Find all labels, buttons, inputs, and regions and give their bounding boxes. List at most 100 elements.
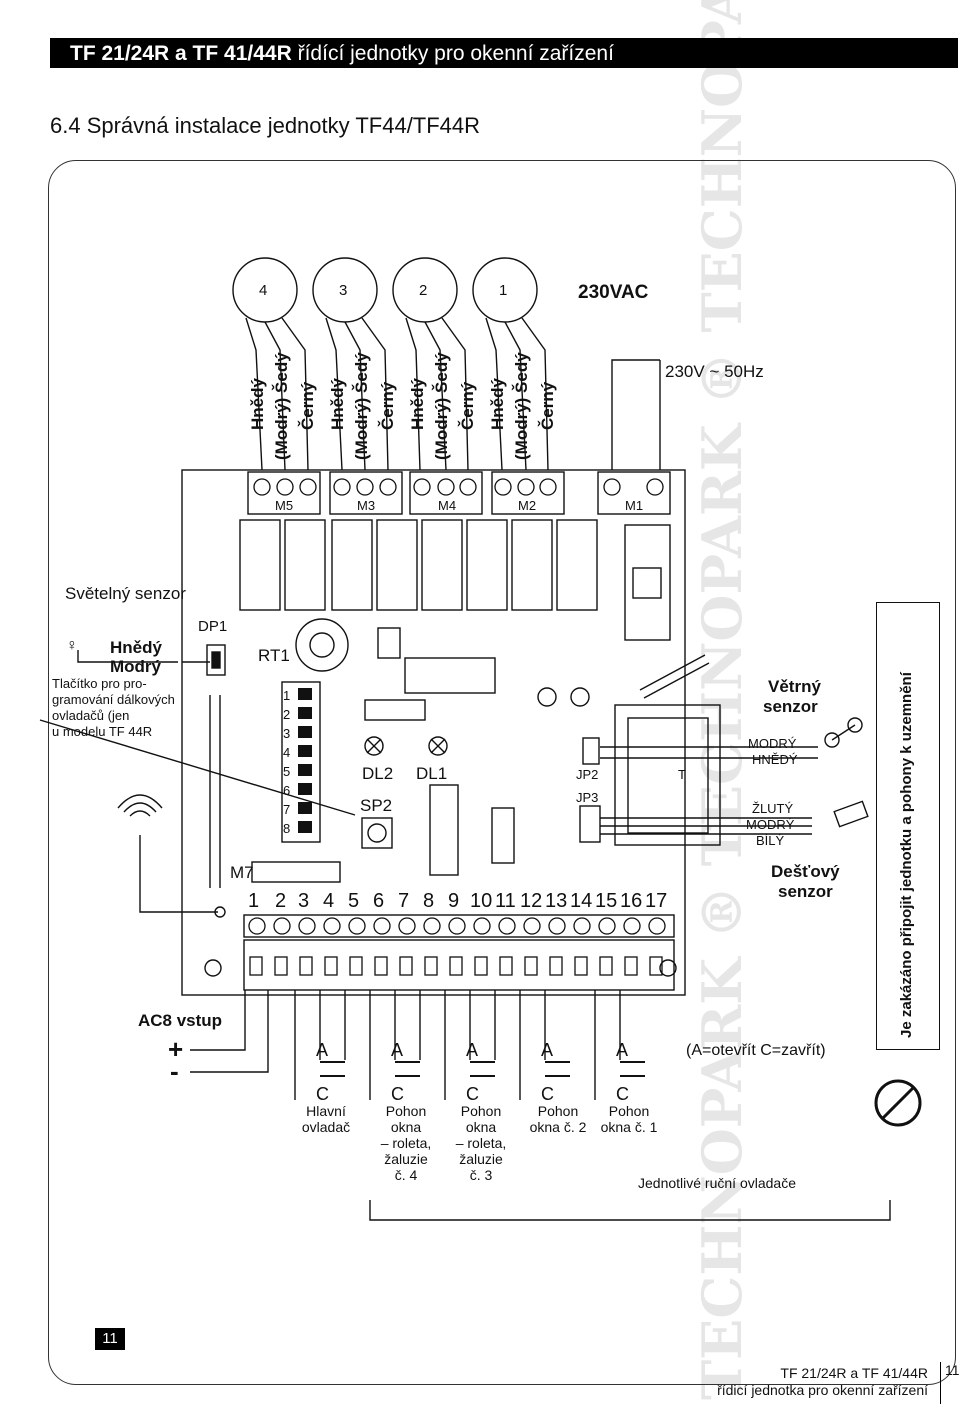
page-number: 11 — [95, 1328, 125, 1350]
prog-button-line1: Tlačítko pro pro- — [52, 676, 147, 691]
ac8-plus: + — [168, 1034, 184, 1064]
dip-number: 6 — [283, 783, 291, 798]
rain-wire-yellow: ŽLUTÝ — [752, 801, 794, 816]
dip-number: 4 — [283, 745, 291, 760]
terminal-number: 13 — [545, 890, 568, 912]
terminal-number: 14 — [570, 890, 593, 912]
rain-sensor-title2: senzor — [778, 882, 833, 901]
label-dl1: DL1 — [416, 764, 448, 783]
wind-sensor-title1: Větrný — [768, 677, 821, 696]
terminal-m5: M5 — [275, 498, 294, 513]
rain-wire-white: BÍLÝ — [756, 833, 785, 848]
switch-a: A — [316, 1040, 329, 1060]
terminal-m3: M3 — [357, 498, 376, 513]
prog-button-line3: ovladačů (jen — [52, 708, 130, 723]
label-m7: M7 — [230, 863, 254, 882]
motor-3-number: 3 — [339, 282, 348, 299]
label-jp3: JP3 — [576, 790, 599, 805]
wire-label: Černý — [298, 381, 317, 430]
prog-button-line2: gramování dálkových — [52, 692, 175, 707]
light-sensor-title: Světelný senzor — [65, 584, 186, 603]
label-rt1: RT1 — [258, 646, 290, 665]
terminal-number: 6 — [373, 890, 385, 912]
terminal-number: 12 — [520, 890, 543, 912]
terminal-number: 4 — [323, 890, 335, 912]
wind-sensor-title2: senzor — [763, 697, 818, 716]
warning-text: Je zakázáno připojit jednotku a pohony k… — [898, 672, 915, 1038]
terminal-number: 11 — [495, 890, 516, 912]
wire-label: (Modrý) Šedý — [512, 352, 531, 460]
wire-label: Černý — [458, 381, 477, 430]
wire-label: (Modrý) Šedý — [272, 352, 291, 460]
terminal-number: 1 — [248, 890, 260, 912]
individual-controls-label: Jednotlivé ruční ovladače — [638, 1175, 796, 1191]
label-dl2: DL2 — [362, 764, 394, 783]
terminal-number: 9 — [448, 890, 460, 912]
terminal-number: 3 — [298, 890, 310, 912]
terminal-number: 8 — [423, 890, 435, 912]
dip-number: 8 — [283, 821, 291, 836]
wire-label: (Modrý) Šedý — [432, 352, 451, 460]
terminal-number: 15 — [595, 890, 618, 912]
switch-c: C — [391, 1084, 404, 1104]
label-t: T — [678, 767, 686, 782]
wire-label: (Modrý) Šedý — [352, 352, 371, 460]
light-sensor-wire-brown: Hnědý — [110, 638, 162, 657]
switch-c: C — [316, 1084, 329, 1104]
wire-label: Hnědý — [248, 378, 267, 430]
motor-4-number: 4 — [259, 282, 268, 299]
terminal-number: 10 — [470, 890, 493, 912]
terminal-m1: M1 — [625, 498, 644, 513]
terminal-number: 16 — [620, 890, 643, 912]
dip-number: 3 — [283, 726, 291, 741]
footer-page-number: 11 — [940, 1362, 960, 1404]
wind-wire-blue: MODRÝ — [748, 736, 797, 751]
switch-c: C — [541, 1084, 554, 1104]
light-sensor-wire-blue: Modrý — [110, 657, 161, 676]
prog-button-line4: u modelu TF 44R — [52, 724, 153, 739]
motor-1-number: 1 — [499, 282, 508, 299]
label-sp2: SP2 — [360, 796, 393, 815]
rain-wire-blue: MODRÝ — [746, 817, 795, 832]
label-dp1: DP1 — [198, 618, 228, 635]
switch-a: A — [391, 1040, 404, 1060]
footer-line1: TF 21/24R a TF 41/44R — [780, 1365, 928, 1381]
wire-label: Černý — [378, 381, 397, 430]
dip-number: 5 — [283, 764, 291, 779]
terminal-m2: M2 — [518, 498, 537, 513]
terminal-number: 7 — [398, 890, 410, 912]
dip-number: 7 — [283, 802, 291, 817]
switch-c: C — [466, 1084, 479, 1104]
switch-a: A — [541, 1040, 554, 1060]
ac8-minus: - — [170, 1056, 179, 1086]
switch-a: A — [466, 1040, 479, 1060]
ac8-input-label: AC8 vstup — [138, 1011, 223, 1030]
legend-ac: (A=otevřít C=zavřít) — [686, 1042, 826, 1059]
terminal-number: 5 — [348, 890, 360, 912]
rain-sensor-title1: Dešťový — [771, 862, 840, 881]
light-sensor-icon: ♀ — [66, 637, 78, 654]
terminal-number: 2 — [275, 890, 287, 912]
header-bar — [50, 38, 958, 68]
wind-wire-brown: HNĚDÝ — [752, 752, 798, 767]
wire-label: Hnědý — [408, 378, 427, 430]
header-title: TF 21/24R a TF 41/44R řídící jednotky pr… — [70, 42, 614, 65]
terminal-number: 17 — [645, 890, 668, 912]
dip-number: 1 — [283, 688, 291, 703]
dip-number: 2 — [283, 707, 291, 722]
motor-2-number: 2 — [419, 282, 428, 299]
label-jp2: JP2 — [576, 767, 599, 782]
wire-label: Hnědý — [488, 378, 507, 430]
diagram-frame — [48, 160, 956, 1385]
section-title: 6.4 Správná instalace jednotky TF44/TF44… — [50, 113, 481, 138]
footer-line2: řídicí jednotka pro okenní zařízení — [717, 1382, 928, 1398]
switch-c: C — [616, 1084, 629, 1104]
terminal-m4: M4 — [438, 498, 457, 513]
warning-box — [876, 602, 940, 1050]
